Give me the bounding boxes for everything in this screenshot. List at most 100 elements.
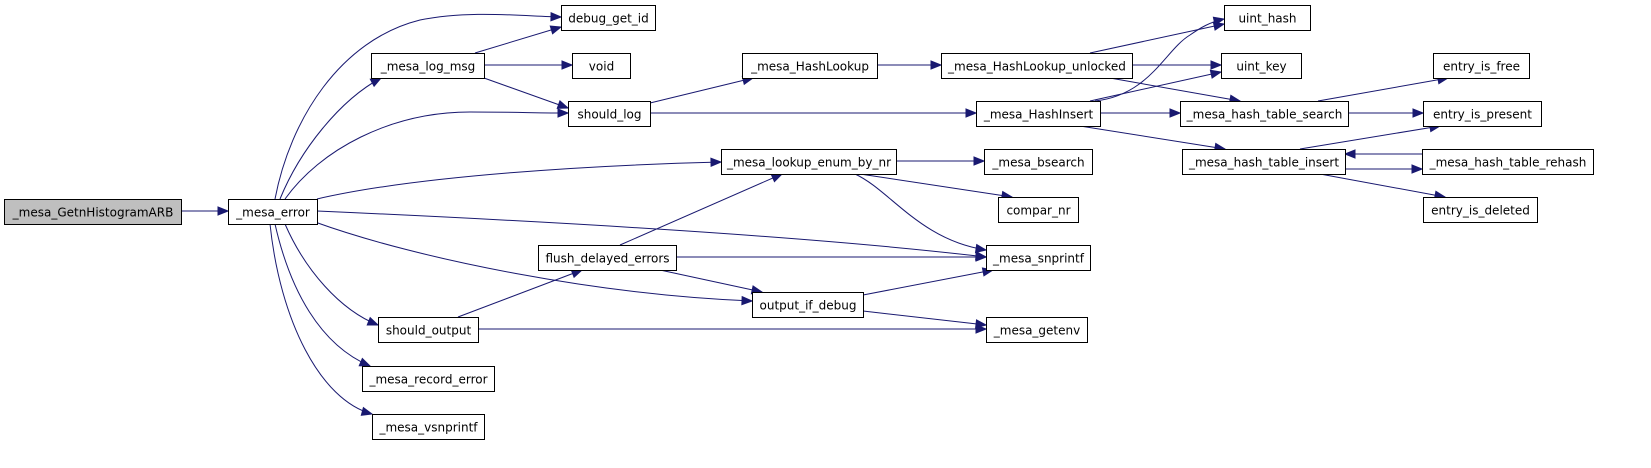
node-label: _mesa_GetnHistogramARB: [12, 206, 174, 220]
node-entry-is-free[interactable]: entry_is_free: [1433, 53, 1530, 79]
arrowhead-icon: [1169, 108, 1182, 118]
node-label: _mesa_snprintf: [992, 252, 1085, 266]
call-edge-error-to-should_log: [284, 111, 569, 200]
node-box: [1433, 53, 1530, 79]
arrowhead-icon: [965, 108, 978, 118]
call-edge-hashinsert-to-uint_key: [1089, 71, 1222, 102]
call-edge-should_log-to-hashlookup: [649, 77, 754, 104]
node-label: _mesa_record_error: [368, 373, 487, 387]
node-box: [986, 245, 1091, 271]
node-box: [742, 53, 878, 79]
node-getenv[interactable]: _mesa_getenv: [986, 317, 1088, 343]
call-edge-flush-to-output_if_debug: [659, 269, 763, 293]
node-entry-is-present[interactable]: entry_is_present: [1423, 101, 1542, 127]
node-compar-nr[interactable]: compar_nr: [998, 197, 1079, 223]
node-box: [1224, 5, 1311, 31]
node-label: _mesa_hash_table_rehash: [1429, 156, 1587, 170]
node-box: [362, 366, 495, 392]
node-label: entry_is_present: [1433, 108, 1532, 122]
node-label: entry_is_free: [1443, 60, 1520, 74]
call-graph-nodes: _mesa_GetnHistogramARB _mesa_error debug_g…: [4, 5, 1594, 440]
node-log-msg[interactable]: _mesa_log_msg: [371, 53, 485, 79]
node-label: should_output: [386, 324, 472, 338]
arrowhead-icon: [549, 25, 563, 35]
node-box: [228, 199, 318, 225]
arrowhead-icon: [930, 60, 943, 70]
node-record-error[interactable]: _mesa_record_error: [362, 366, 495, 392]
node-uint-hash[interactable]: uint_hash: [1224, 5, 1311, 31]
node-label: debug_get_id: [568, 12, 649, 26]
node-box: [986, 317, 1088, 343]
call-edge-error-to-snprintf: [316, 210, 987, 258]
arrowhead-icon: [369, 77, 383, 88]
node-box: [721, 149, 897, 175]
call-edge-ht_insert-to-entry_is_deleted: [1319, 173, 1446, 198]
node-bsearch[interactable]: _mesa_bsearch: [984, 149, 1093, 175]
node-label: _mesa_hash_table_search: [1186, 108, 1343, 122]
node-entry-is-deleted[interactable]: entry_is_deleted: [1423, 197, 1538, 223]
node-label: _mesa_hash_table_insert: [1188, 156, 1339, 170]
node-label: _mesa_lookup_enum_by_nr: [726, 156, 891, 170]
node-box: [1422, 149, 1594, 175]
node-box: [4, 199, 182, 225]
arrowhead-icon: [741, 295, 754, 306]
node-snprintf[interactable]: _mesa_snprintf: [986, 245, 1091, 271]
arrowhead-icon: [1411, 164, 1424, 174]
node-void[interactable]: void: [572, 53, 631, 79]
node-lookup-enum[interactable]: _mesa_lookup_enum_by_nr: [721, 149, 897, 175]
node-box: [568, 101, 651, 127]
arrowhead-icon: [770, 173, 784, 183]
node-hashlookup-unlocked[interactable]: _mesa_HashLookup_unlocked: [941, 53, 1133, 79]
call-edge-error-to-output_if_debug: [314, 221, 753, 302]
node-box: [572, 53, 631, 79]
node-debug-get-id[interactable]: debug_get_id: [561, 5, 656, 31]
node-vsnprintf[interactable]: _mesa_vsnprintf: [372, 414, 485, 440]
node-label: _mesa_HashInsert: [983, 108, 1094, 122]
call-edge-ht_search-to-entry_is_free: [1317, 77, 1449, 102]
node-box: [752, 292, 864, 318]
node-output-if-debug[interactable]: output_if_debug: [752, 292, 864, 318]
node-label: _mesa_getenv: [993, 324, 1080, 338]
arrowhead-icon: [1343, 149, 1356, 159]
node-uint-key[interactable]: uint_key: [1221, 53, 1302, 79]
node-box: [1423, 101, 1542, 127]
call-edge-lookup_enum-to-compar_nr: [859, 173, 1013, 198]
arrowhead-icon: [358, 357, 372, 367]
node-ht-insert[interactable]: _mesa_hash_table_insert: [1182, 149, 1346, 175]
call-edge-ht_insert-to-entry_is_present: [1299, 125, 1441, 150]
node-label: output_if_debug: [760, 299, 857, 313]
arrowhead-icon: [217, 206, 230, 216]
call-edge-error-to-lookup_enum: [316, 161, 722, 200]
node-label: uint_hash: [1238, 12, 1296, 26]
node-box: [561, 5, 656, 31]
node-box: [1182, 149, 1346, 175]
arrowhead-icon: [1209, 69, 1223, 79]
node-hashinsert[interactable]: _mesa_HashInsert: [976, 101, 1101, 127]
node-hashlookup[interactable]: _mesa_HashLookup: [742, 53, 878, 79]
node-box: [1423, 197, 1538, 223]
node-ht-search[interactable]: _mesa_hash_table_search: [1180, 101, 1349, 127]
call-edge-error-to-vsnprintf: [269, 223, 373, 415]
node-should-log[interactable]: should_log: [568, 101, 651, 127]
arrowhead-icon: [557, 108, 570, 118]
node-error[interactable]: _mesa_error: [228, 199, 318, 225]
node-ht-rehash[interactable]: _mesa_hash_table_rehash: [1422, 149, 1594, 175]
call-edge-output_if_debug-to-snprintf: [862, 269, 994, 296]
node-label: flush_delayed_errors: [545, 252, 669, 266]
arrowhead-icon: [975, 324, 988, 334]
call-edge-hashlookup_unlocked-to-ht_search: [1109, 77, 1241, 102]
call-edge-error-to-debug_get_id: [274, 13, 562, 200]
node-flush[interactable]: flush_delayed_errors: [538, 245, 677, 271]
arrowhead-icon: [366, 316, 380, 326]
node-should-output[interactable]: should_output: [378, 317, 479, 343]
node-getn[interactable]: _mesa_GetnHistogramARB: [4, 199, 182, 225]
call-edge-error-to-should_output: [284, 223, 379, 326]
node-box: [941, 53, 1133, 79]
node-label: _mesa_vsnprintf: [378, 421, 478, 435]
node-box: [538, 245, 677, 271]
call-edge-log_msg-to-debug_get_id: [474, 26, 562, 54]
node-label: _mesa_HashLookup: [750, 60, 869, 74]
arrowhead-icon: [1212, 16, 1226, 26]
arrowhead-icon: [710, 157, 723, 167]
